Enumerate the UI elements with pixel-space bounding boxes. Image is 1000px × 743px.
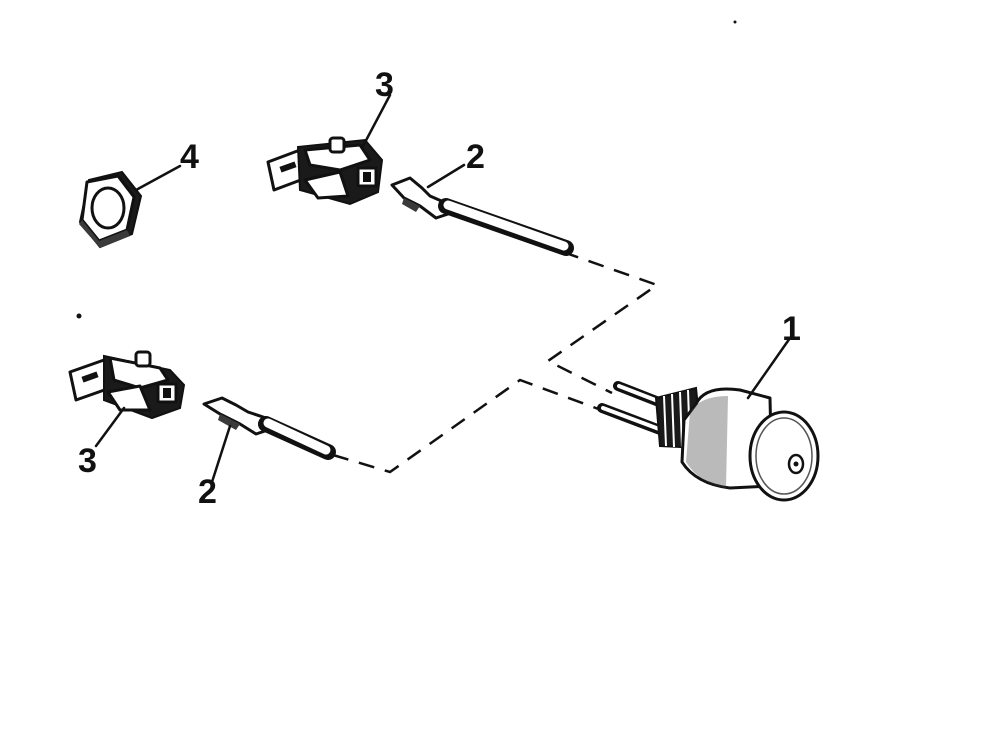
callout-terminal-lower: 2: [198, 473, 217, 511]
callout-switch: 1: [782, 310, 801, 348]
connector-housing-upper: [266, 136, 384, 206]
callout-connector-upper: 3: [375, 66, 394, 104]
wiring-path: [332, 250, 660, 474]
callout-nut: 4: [180, 138, 199, 176]
callout-connector-lower: 3: [78, 442, 97, 480]
wire-terminal-upper: [390, 176, 574, 256]
connector-housing-lower: [68, 350, 186, 420]
wire-terminal-lower: [202, 396, 336, 460]
scan-speck: [733, 20, 737, 24]
leader-lines: [94, 93, 792, 484]
scan-speck: [76, 313, 82, 319]
switch-assembly: [597, 381, 820, 502]
hex-nut: [78, 170, 143, 249]
callout-terminal-upper: 2: [466, 138, 485, 176]
